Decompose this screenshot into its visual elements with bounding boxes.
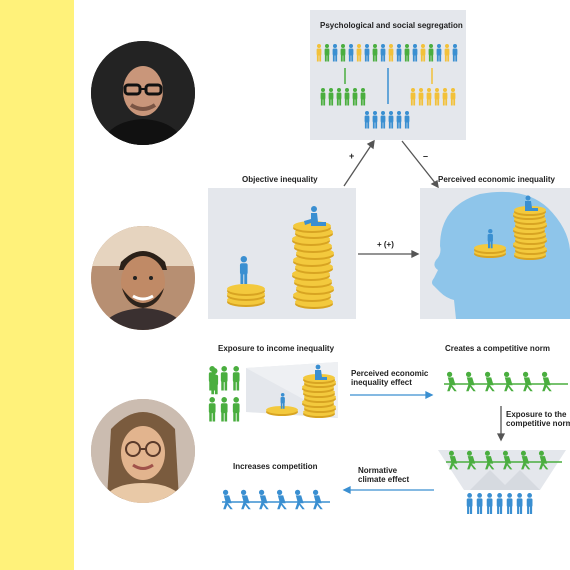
tug-of-war-icon [444, 371, 568, 392]
arrow-to-segregation [343, 139, 375, 187]
plus-sign-label: + [349, 151, 355, 161]
objective-inequality-title: Objective inequality [242, 175, 318, 184]
exposure-norm-label: Exposure to the competitive norm [506, 410, 570, 428]
small-coin-stack [474, 244, 506, 258]
objective-inequality-panel [208, 188, 356, 319]
exposure-scene [208, 362, 338, 422]
avatar-bearded-man [91, 226, 195, 330]
perceived-inequality-title: Perceived economic inequality [438, 175, 555, 184]
coin-stack-icon [302, 374, 336, 418]
arrow-to-perception [401, 140, 439, 189]
arrow-normative [342, 485, 434, 495]
normative-line1: Normative [358, 466, 398, 475]
sitting-person-icon [525, 195, 538, 211]
exposure-label: Exposure to income inequality [218, 344, 335, 353]
tall-coin-stack [513, 206, 547, 260]
arrow-down-norm [496, 406, 506, 442]
minus-sign-label: – [423, 151, 429, 161]
exposure-norm-line2: competitive norm [506, 419, 570, 429]
tug-of-war-icon [222, 489, 330, 510]
avatar-woman-glasses [91, 399, 195, 503]
segregation-title: Psychological and social segregation [320, 21, 463, 30]
competitive-norm-label: Creates a competitive norm [445, 344, 550, 353]
perceived-effect-label: Perceived economic inequality effect [351, 369, 428, 387]
normative-effect-label: Normative climate effect [358, 466, 409, 484]
segregation-panel [310, 10, 466, 140]
small-coin-stack [227, 284, 265, 307]
arrow-objective-to-perceived [358, 249, 420, 259]
normative-line2: climate effect [358, 475, 410, 485]
exposure-norm-line1: Exposure to the [506, 410, 567, 419]
middle-arrow-label: + (+) [377, 240, 394, 249]
perceived-effect-line1: Perceived economic [351, 369, 429, 378]
arrow-to-norm [350, 390, 434, 400]
avatar-bald-man [91, 41, 195, 145]
yellow-side-stripe [0, 0, 74, 570]
increases-competition-label: Increases competition [233, 462, 318, 471]
sitting-person-icon [304, 206, 326, 226]
norm-funnel [438, 450, 566, 514]
perceived-inequality-panel [420, 188, 570, 319]
perceived-effect-line2: inequality effect [351, 378, 412, 388]
tall-coin-stack [292, 221, 334, 309]
